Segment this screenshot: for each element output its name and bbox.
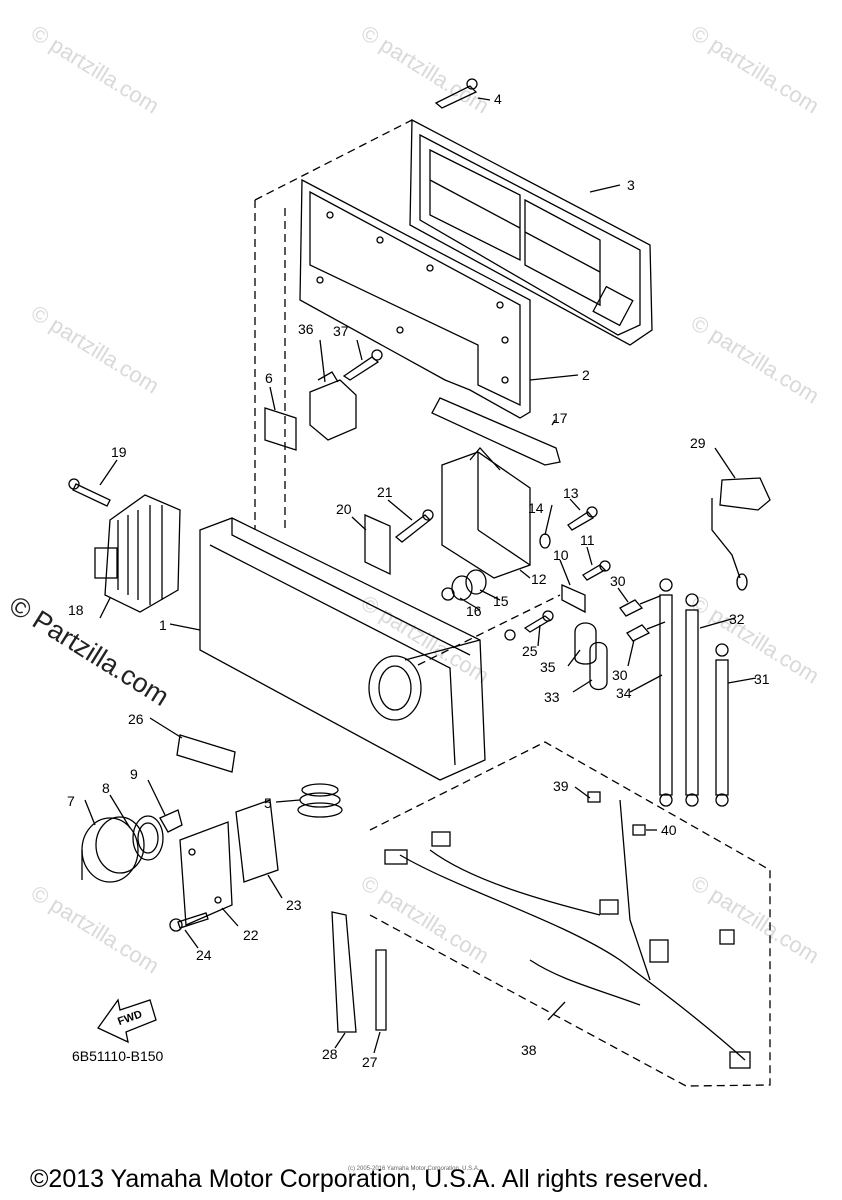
bolt-part — [626, 621, 666, 642]
part-number: 20 — [336, 501, 352, 517]
plate-part — [235, 799, 279, 883]
cap-part — [81, 816, 145, 883]
part-number: 38 — [521, 1042, 537, 1058]
part-number: 30 — [612, 667, 628, 683]
part-number: 25 — [522, 643, 538, 659]
screw-part — [342, 349, 383, 381]
small-copyright: (c) 2005-2016 Yamaha Motor Corporation, … — [348, 1166, 480, 1172]
control-unit-part — [441, 447, 531, 579]
grommet-part — [441, 569, 487, 601]
part-number: 18 — [68, 602, 84, 618]
bracket-part — [364, 514, 391, 576]
part-number: 11 — [580, 532, 595, 548]
cable-part — [685, 593, 699, 807]
part-number: 6 — [265, 370, 273, 386]
wire-harness-part — [369, 741, 771, 1087]
screw-part — [169, 912, 209, 932]
cover-plate-part — [409, 118, 653, 346]
part-number: 33 — [544, 689, 560, 705]
bolt-part — [619, 595, 661, 617]
part-number: 2 — [582, 367, 590, 383]
part-number: 5 — [264, 795, 272, 811]
cap-part — [574, 622, 597, 665]
diagram-code: 6B51110-B150 — [72, 1048, 164, 1064]
fwd-arrow-icon — [97, 998, 157, 1044]
part-number: 27 — [362, 1054, 378, 1070]
part-number: 15 — [493, 593, 509, 609]
part-number: 3 — [627, 177, 635, 193]
part-number: 31 — [754, 671, 770, 687]
part-number: 22 — [243, 927, 259, 943]
copyright-notice: ©2013 Yamaha Motor Corporation, U.S.A. A… — [30, 1165, 709, 1193]
cable-tie-part — [375, 949, 387, 1031]
part-number: 32 — [729, 611, 745, 627]
cable-part — [659, 578, 673, 807]
part-number: 36 — [298, 321, 314, 337]
clip-part — [632, 824, 646, 836]
rectifier-part — [94, 494, 181, 613]
grommet-part — [297, 783, 343, 818]
cap-part — [589, 641, 608, 691]
clamp-part — [561, 584, 586, 614]
part-number: 23 — [286, 897, 302, 913]
electrical-box-part — [199, 517, 486, 781]
screw-part — [394, 509, 434, 543]
part-number-labels: 1 2 3 4 5 6 7 8 9 10 11 12 13 14 15 16 1… — [67, 91, 770, 1070]
part-number: 7 — [67, 793, 75, 809]
washer-part — [539, 533, 551, 549]
part-number: 16 — [466, 603, 482, 619]
terminal-part — [504, 629, 516, 641]
label-part — [176, 734, 236, 773]
cable-part — [715, 643, 729, 807]
part-number: 30 — [610, 573, 626, 589]
strap-part — [431, 397, 561, 466]
part-number: 14 — [528, 500, 544, 516]
part-number: 10 — [553, 547, 569, 563]
screw-part — [523, 610, 554, 633]
screw-part — [567, 506, 598, 531]
part-number: 19 — [111, 444, 127, 460]
part-number: 13 — [563, 485, 579, 501]
plate-part — [179, 821, 233, 926]
screw-part — [68, 478, 111, 507]
screw-part — [434, 78, 478, 109]
pad-part — [264, 407, 297, 451]
reference-lines — [254, 119, 561, 666]
part-number: 40 — [661, 822, 677, 838]
seal-part — [132, 815, 164, 861]
part-number: 37 — [333, 323, 349, 339]
screw-part — [582, 560, 611, 581]
part-number: 29 — [690, 435, 706, 451]
part-number: 17 — [552, 410, 568, 426]
part-number: 12 — [531, 571, 547, 587]
fuse-holder-part — [711, 477, 771, 591]
part-number: 35 — [540, 659, 556, 675]
relay-part — [309, 371, 357, 441]
part-number: 9 — [130, 766, 138, 782]
leader-lines — [84, 97, 757, 1054]
part-number: 34 — [616, 685, 632, 701]
part-number: 24 — [196, 947, 212, 963]
fwd-label: FWD — [116, 1008, 144, 1028]
clip-part — [587, 791, 601, 803]
part-number: 21 — [377, 484, 393, 500]
part-number: 1 — [159, 617, 167, 633]
part-number: 28 — [322, 1046, 338, 1062]
part-number: 26 — [128, 711, 144, 727]
clip-part — [159, 809, 183, 833]
part-number: 4 — [494, 91, 502, 107]
part-number: 39 — [553, 778, 569, 794]
part-number: 8 — [102, 780, 110, 796]
cable-tie-part — [331, 911, 357, 1033]
gasket-part — [299, 178, 531, 419]
